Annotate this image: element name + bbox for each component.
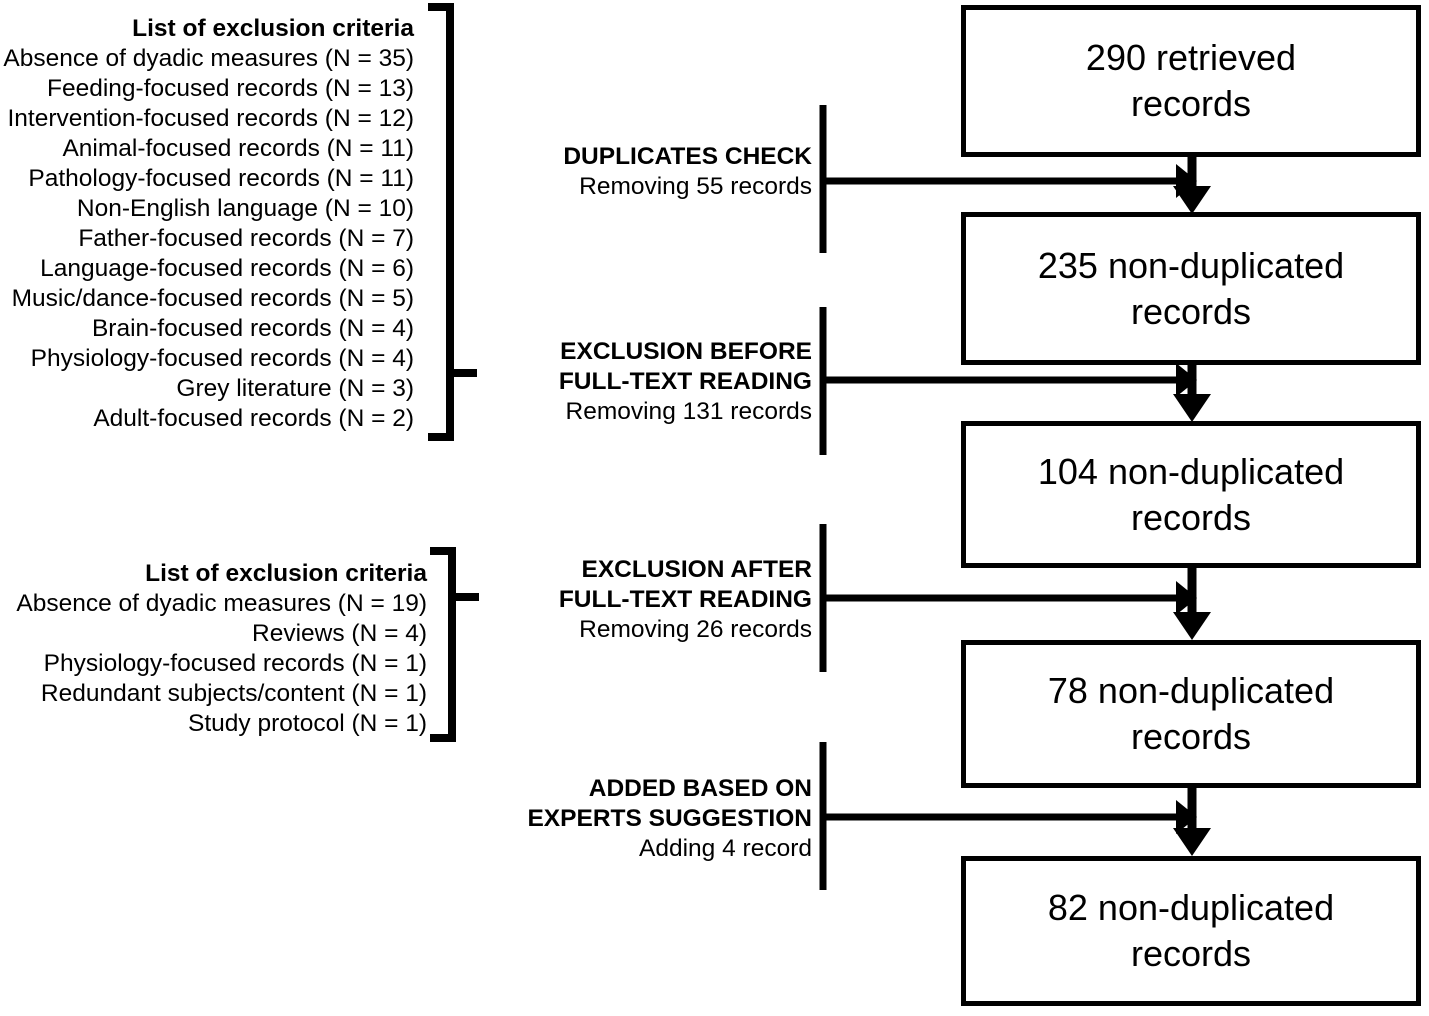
step-1-title-line-1: DUPLICATES CHECK [563, 143, 812, 170]
exclusion-criteria-list-1: List of exclusion criteria Absence of dy… [0, 14, 414, 434]
step-4-title-line-2: EXPERTS SUGGESTION [527, 805, 812, 832]
flow-arrow-down-3 [1173, 568, 1211, 640]
step-2-subtitle: Removing 131 records [565, 398, 812, 425]
step-3-title-line-2: FULL-TEXT READING [558, 586, 812, 613]
exclusion-list-1-item-3: Animal-focused records (N = 11) [62, 135, 414, 162]
exclusion-list-1-item-7: Language-focused records (N = 6) [40, 255, 414, 282]
exclusion-criteria-list-2: List of exclusion criteria Absence of dy… [0, 559, 427, 739]
exclusion-list-1-item-4: Pathology-focused records (N = 11) [28, 165, 414, 192]
exclusion-list-2-item-0: Absence of dyadic measures (N = 19) [16, 590, 427, 617]
step-label-exclusion-before-full-text: EXCLUSION BEFORE FULL-TEXT READING Remov… [500, 337, 812, 427]
step-4-subtitle: Adding 4 record [639, 835, 812, 862]
record-box-1-line-1: 290 retrieved [1085, 37, 1297, 78]
exclusion-list-1-item-5: Non-English language (N = 10) [76, 195, 414, 222]
exclusion-list-1-item-2: Intervention-focused records (N = 12) [7, 105, 415, 132]
exclusion-list-1-item-6: Father-focused records (N = 7) [78, 225, 414, 252]
step-2-title-line-1: EXCLUSION BEFORE [560, 338, 812, 365]
exclusion-list-1-item-11: Grey literature (N = 3) [176, 375, 414, 402]
step-2-title-line-2: FULL-TEXT READING [558, 368, 812, 395]
record-box-1-line-2: records [1130, 83, 1252, 124]
step-3-subtitle: Removing 26 records [579, 616, 812, 643]
record-box-2-line-2: records [1130, 290, 1252, 332]
flow-arrow-down-2 [1173, 365, 1211, 422]
step-label-duplicates-check: DUPLICATES CHECK Removing 55 records [500, 142, 812, 202]
record-box-retrieved: 290 retrieved records [961, 5, 1421, 157]
record-box-non-duplicated-104: 104 non-duplicated records [961, 421, 1421, 568]
exclusion-list-2-item-1: Reviews (N = 4) [252, 620, 427, 647]
record-box-5-line-1: 82 non-duplicated [1047, 887, 1335, 928]
step-label-exclusion-after-full-text: EXCLUSION AFTER FULL-TEXT READING Removi… [500, 555, 812, 645]
record-box-5-line-2: records [1130, 933, 1252, 974]
record-box-non-duplicated-235: 235 non-duplicated records [961, 212, 1421, 365]
record-box-4-line-2: records [1130, 716, 1252, 757]
exclusion-list-1-item-0: Absence of dyadic measures (N = 35) [3, 45, 414, 72]
record-box-2-line-1: 235 non-duplicated [1037, 244, 1345, 286]
bracket-exclusion-list-1 [428, 3, 477, 441]
record-box-4-line-1: 78 non-duplicated [1047, 670, 1335, 711]
step-1-subtitle: Removing 55 records [579, 173, 812, 200]
exclusion-list-1-item-9: Brain-focused records (N = 4) [91, 315, 414, 342]
exclusion-list-1-item-12: Adult-focused records (N = 2) [93, 405, 414, 432]
record-box-non-duplicated-78: 78 non-duplicated records [961, 640, 1421, 788]
flow-arrow-down-4 [1173, 788, 1211, 856]
exclusion-list-1-item-1: Feeding-focused records (N = 13) [47, 75, 414, 102]
exclusion-list-1-item-10: Physiology-focused records (N = 4) [30, 345, 414, 372]
record-box-3-line-2: records [1130, 496, 1252, 538]
step-3-title-line-1: EXCLUSION AFTER [581, 556, 813, 583]
exclusion-list-2-item-2: Physiology-focused records (N = 1) [43, 650, 427, 677]
exclusion-list-2-title: List of exclusion criteria [145, 560, 427, 587]
bracket-exclusion-list-2 [430, 547, 479, 742]
exclusion-list-2-item-3: Redundant subjects/content (N = 1) [40, 680, 427, 707]
record-box-3-line-1: 104 non-duplicated [1037, 450, 1345, 492]
exclusion-list-1-title: List of exclusion criteria [132, 15, 414, 42]
flow-arrow-down-1 [1173, 157, 1211, 214]
record-box-non-duplicated-82: 82 non-duplicated records [961, 856, 1421, 1006]
exclusion-list-2-item-4: Study protocol (N = 1) [188, 710, 427, 737]
step-label-added-experts-suggestion: ADDED BASED ON EXPERTS SUGGESTION Adding… [490, 774, 812, 864]
step-4-title-line-1: ADDED BASED ON [588, 775, 812, 802]
exclusion-list-1-item-8: Music/dance-focused records (N = 5) [11, 285, 414, 312]
